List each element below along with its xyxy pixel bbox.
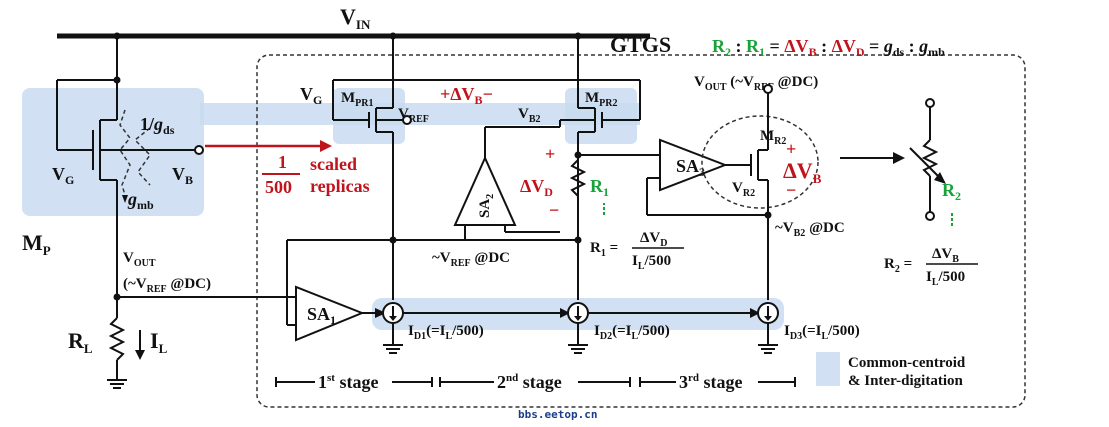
r1-equation: R1 = ΔVD IL/500 — [590, 230, 684, 272]
r2-label: R2 — [942, 180, 961, 203]
dvb-right-plus: + — [786, 139, 796, 159]
vb2-label: VB2 — [518, 106, 541, 125]
mp-transistor — [56, 32, 204, 260]
one-over-500-fraction: 1 500 — [262, 152, 300, 197]
svg-text:R2 =: R2 = — [884, 256, 912, 275]
mp-highlight — [22, 88, 204, 216]
vout-top-label: VOUT (~VREF @DC) — [694, 74, 818, 93]
stage2-label: 2nd stage — [497, 372, 562, 392]
sa2-amplifier — [453, 127, 560, 240]
vg-left-label: VG — [52, 164, 74, 187]
dvb-top-label: +ΔVB− — [440, 84, 493, 107]
stage3-label: 3rd stage — [679, 372, 743, 392]
vb-left-label: VB — [172, 164, 193, 187]
replica-highlight-band — [200, 103, 640, 125]
current-source-3 — [757, 302, 779, 354]
legend-swatch — [816, 352, 840, 386]
dvd-minus: − — [549, 200, 559, 220]
legend-line2: & Inter-digitation — [848, 373, 964, 389]
svg-text:R1 =: R1 = — [590, 240, 618, 259]
sa3-amplifier — [574, 138, 768, 216]
rl-label: RL — [68, 328, 93, 356]
mpr2-label: MPR2 — [585, 90, 618, 109]
ratio-equation: R2 : R1 = ΔVB : ΔVD = gds : gmb — [712, 36, 945, 60]
stage1-label: 1st stage — [318, 372, 378, 392]
one-over-gds-label: 1/gds — [140, 114, 175, 137]
dvd-plus: + — [545, 144, 555, 164]
replica-arrowhead — [320, 140, 332, 152]
svg-text:IL/500: IL/500 — [926, 269, 965, 288]
vref-dc-label: ~VREF @DC — [432, 250, 510, 269]
vout-left-label: VOUT — [123, 250, 156, 269]
rl-load — [107, 317, 145, 389]
legend-line1: Common-centroid — [848, 355, 966, 371]
id2-label: ID2(=IL/500) — [594, 323, 670, 342]
current-source-1 — [382, 302, 404, 354]
r2-equation: R2 = ΔVB IL/500 — [884, 246, 978, 288]
r1-resistor — [569, 159, 587, 197]
gtgs-title: GTGS — [610, 32, 671, 57]
r1-label: R1 — [590, 176, 609, 199]
vr2-label: VR2 — [732, 180, 755, 199]
sa3-label: SA3 — [676, 156, 705, 179]
mpr1-transistor — [332, 32, 640, 300]
vin-label: VIN — [340, 4, 371, 32]
il-label: IL — [150, 328, 168, 356]
vg-main-label: VG — [300, 84, 322, 107]
svg-text:IL/500: IL/500 — [632, 253, 671, 272]
mr2-dashed-ellipse — [701, 115, 819, 209]
gtgs-boundary — [256, 54, 1026, 408]
dvd-label: ΔVD — [520, 176, 553, 199]
watermark: bbs.eetop.cn — [518, 408, 597, 421]
sa1-label: SA1 — [307, 304, 336, 327]
vb2-dc-label: ~VB2 @DC — [775, 220, 845, 239]
mp-label: MP — [22, 230, 51, 258]
replicas-label: replicas — [310, 176, 370, 196]
vout-left-dc-label: (~VREF @DC) — [123, 276, 211, 295]
dvb-right-label: ΔVB — [783, 158, 822, 186]
r2-variable-resistor — [909, 98, 946, 221]
svg-text:ΔVB: ΔVB — [932, 246, 959, 265]
sa1-amplifier — [286, 240, 386, 342]
sa2-label: SA2 — [477, 194, 496, 218]
svg-text:500: 500 — [265, 177, 292, 197]
id3-label: ID3(=IL/500) — [784, 323, 860, 342]
svg-text:1: 1 — [278, 152, 287, 172]
mr2-transistor — [750, 84, 773, 300]
gmb-left-label: gmb — [127, 189, 154, 212]
scaled-label: scaled — [310, 154, 357, 174]
dvb-right-minus: − — [786, 180, 796, 200]
id1-label: ID1(=IL/500) — [408, 323, 484, 342]
svg-text:ΔVD: ΔVD — [640, 230, 667, 249]
stage-markers — [275, 377, 796, 387]
mpr1-label: MPR1 — [341, 90, 374, 109]
vref-gate-label: VREF — [398, 106, 429, 125]
mr2-label: MR2 — [760, 128, 786, 147]
